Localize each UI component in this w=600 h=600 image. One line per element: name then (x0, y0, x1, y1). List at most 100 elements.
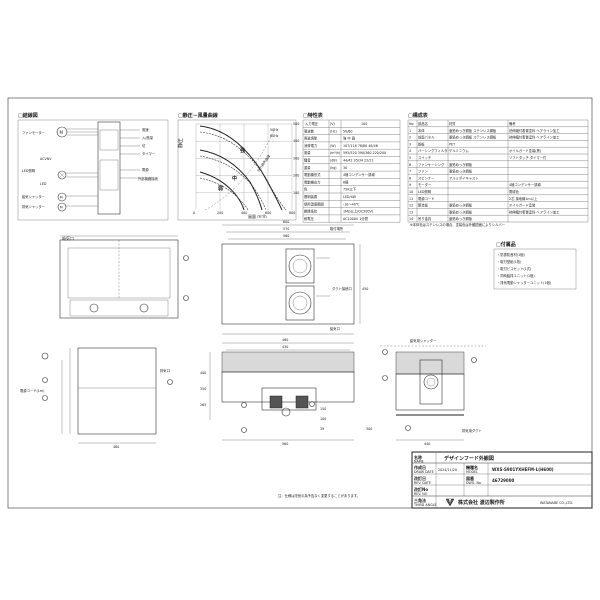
drawing-name: デザインフード外観図 (444, 455, 494, 462)
spec-row-label: 絶縁抵抗 (304, 209, 318, 214)
component-cell: 13 (409, 210, 413, 214)
wiring-label-off: 切 (142, 143, 146, 148)
callout-exhaust-duct: 排気用ダクト (462, 428, 482, 433)
side-dim-100: 100 (320, 417, 326, 421)
component-cell: 亜鉛めっき鋼板 (449, 216, 473, 221)
wiring-code-acvnv: ACVNV (40, 157, 52, 161)
spec-header-value: 100 (361, 122, 367, 126)
component-cell: 4極コンデンサー誘導 (509, 182, 541, 187)
accessory-item: ・防振防音材(1個) (497, 252, 525, 257)
component-cell: 亜鉛めっき鋼板 (449, 203, 473, 208)
component-cell: 14 (409, 217, 413, 221)
component-header: 部品名 (418, 121, 428, 126)
model-label-en: MODEL (466, 470, 478, 474)
bottom-dim-300: 300 (366, 427, 372, 431)
spec-row-label: 騒音 (304, 158, 311, 163)
component-cell: 前面パネル (418, 135, 435, 140)
pressure-loss-curve (204, 127, 276, 211)
drawing-no-value: 46729000 (492, 478, 514, 483)
chart-legend-60hz: 60Hz (270, 134, 279, 138)
hood-top-band (221, 351, 355, 373)
spec-row-unit: (kg) (330, 166, 337, 170)
drawing-no-label-en: DWG. No (466, 481, 481, 485)
pressure-curve-line (199, 131, 287, 211)
spec-row-label: 消費電力 (304, 143, 317, 148)
spec-row-value: 44/42 35/34 22/21 (343, 159, 374, 163)
spec-row-value: -10〜40℃ (343, 202, 360, 206)
sheet-frame (7, 97, 593, 509)
wiring-box (17, 119, 169, 221)
pressure-curve-line (199, 155, 267, 211)
pressure-curve-line (199, 177, 249, 211)
components-title: □構成表 (408, 112, 429, 119)
front-view: 吸気口 (59, 235, 189, 319)
component-cell: ファンケーシング (418, 162, 445, 167)
rev-no-label: 改訂No (414, 486, 428, 492)
top-view: 600 570 560 450 取付場所 ダクト接続口 給気口 (221, 220, 368, 335)
component-cell: 熱伸縮付着置塗料 ヘアライン加工 (509, 135, 560, 140)
spec-row-value: 50/60 (343, 129, 353, 133)
chart-x-tick: 400 (241, 211, 247, 215)
chart-ylabel: 静圧 (177, 138, 184, 148)
spec-row-label: 色 (304, 187, 308, 192)
component-cell: 1 (409, 129, 411, 133)
component-cell: 電球色 (509, 189, 520, 194)
chart-y-tick: 300 (293, 156, 299, 160)
component-cell: 銘板 (418, 141, 425, 146)
side-view: 480 電源コード(1m) 排気口 (20, 347, 173, 449)
component-cell: スイッチ (418, 155, 431, 160)
bottom-dim-560: 560 (282, 442, 288, 446)
callout-duct: ダクト接続口 (332, 286, 352, 291)
component-cell: アルミニウム (449, 148, 469, 153)
spec-row-unit: (Hz) (330, 129, 337, 133)
supply-shutter-motor (57, 192, 67, 202)
company-logo-icon (445, 498, 455, 507)
component-cell: 熱伸縮付着置塗料 ヘアライン加工 (509, 128, 560, 133)
pressure-curve-line (199, 149, 263, 211)
model-value: WXS-S901YXHEFM-L(H600) (492, 467, 554, 472)
hood-body (221, 371, 355, 403)
chart-annotation: 圧力損失曲線 (256, 153, 272, 173)
spec-row-label: 使用温度範囲 (304, 201, 324, 206)
top-dim-570: 570 (283, 227, 289, 231)
company-name: 株式会社 渡辺製作所 (458, 499, 505, 506)
spec-row-unit: (dB) (330, 159, 337, 163)
pressure-curve-line (199, 171, 245, 211)
component-cell: 電源コード (418, 196, 434, 201)
chart-x-tick: 800 (289, 211, 295, 215)
component-cell: LED照明 (418, 190, 432, 194)
drawing-no-label: 図番 (466, 475, 475, 481)
revision-label-en: REV. DATE (414, 481, 431, 485)
spec-row-value: 4極コンデンサー誘導 (343, 172, 375, 177)
spec-row-label: 照明装置 (304, 194, 318, 199)
component-cell: 本体 (418, 128, 425, 133)
component-cell: 吊り金具 (418, 216, 432, 221)
top-dim-600: 600 (283, 220, 289, 224)
component-cell: アルミダイキャスト (449, 175, 479, 180)
component-cell: 亜鉛めっき鋼板 ステンレス鋼板 (449, 135, 497, 140)
component-cell: ソフトタッチ タイマー付 (509, 155, 547, 160)
components-note: ※本体色はステンレスの場合、塗装色は外観図面によりシルバー (410, 222, 505, 227)
specs-section: □特性表 入力電圧(V)100周波数(Hz)50/60風量調節強 中 弱消費電力… (302, 112, 401, 223)
chart-y-tick: 100 (293, 191, 299, 195)
callout-power-cord: 電源コード(1m) (20, 388, 44, 393)
model-label: 機種名 (466, 464, 478, 470)
spec-row-label: 風量調節 (304, 136, 318, 141)
component-cell: 4 (409, 149, 411, 153)
component-cell: 8 (409, 176, 411, 180)
chart-x-tick: 600 (265, 211, 271, 215)
component-cell: バーシングフィルター (418, 148, 451, 153)
accessory-item: ・同時給排ユニット(1個) (497, 273, 535, 278)
accessories-box (493, 248, 577, 290)
front-view-label: 吸気口 (62, 235, 74, 241)
pressure-curve-title: □静圧－風量曲線 (178, 112, 218, 119)
curve-label-mid: 中 (232, 175, 237, 182)
accessories-title: □付属品 (496, 241, 516, 248)
pressure-curve-chart: □静圧－風量曲線 静圧 風量 m³/h 50Hz 60Hz 強 中 弱 圧力損失… (177, 112, 299, 221)
component-cell: 整流板 (418, 203, 429, 208)
callout-supply: 給気口 (330, 326, 340, 331)
curve-label-high: 強 (240, 147, 245, 154)
component-cell: 熱伸縮付着置塗料 ヘアライン加工 (509, 209, 560, 214)
